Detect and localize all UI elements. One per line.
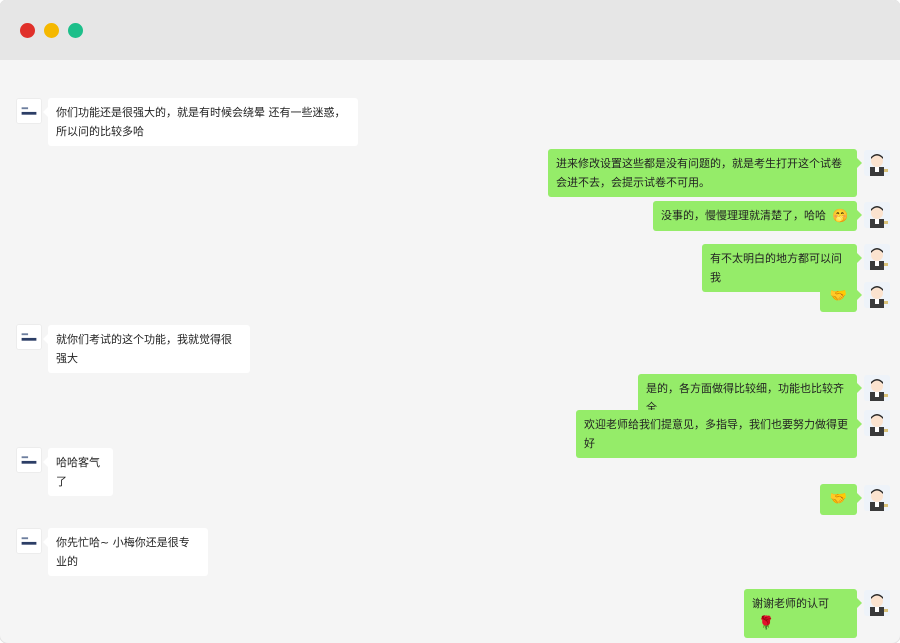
my-avatar[interactable]	[864, 590, 890, 616]
message-bubble[interactable]: 欢迎老师给我们提意见，多指导，我们也要努力做得更好	[576, 410, 862, 458]
zoom-window-button[interactable]	[68, 23, 83, 38]
handshake-icon: 🤝	[829, 491, 848, 507]
my-avatar[interactable]	[864, 375, 890, 401]
message-bubble[interactable]: 你们功能还是很强大的，就是有时候会绕晕 还有一些迷惑，所以问的比较多哈	[43, 98, 358, 146]
message-text: 欢迎老师给我们提意见，多指导，我们也要努力做得更好	[584, 418, 848, 450]
message-bubble[interactable]: 有不太明白的地方都可以问我	[702, 244, 862, 292]
message-bubble[interactable]: 就你们考试的这个功能，我就觉得很强大	[43, 325, 250, 373]
close-window-button[interactable]	[20, 23, 35, 38]
message-text: 是的，各方面做得比较细，功能也比较齐全	[646, 382, 844, 414]
message-bubble[interactable]: 没事的，慢慢理理就清楚了，哈哈 🤭	[653, 201, 862, 231]
message-bubble[interactable]: 你先忙哈~ 小梅你还是很专业的	[43, 528, 208, 576]
message-bubble[interactable]: 哈哈客气了	[43, 448, 113, 496]
message-text: 你们功能还是很强大的，就是有时候会绕晕 还有一些迷惑，所以问的比较多哈	[56, 106, 346, 138]
message-text: 你先忙哈~ 小梅你还是很专业的	[56, 536, 190, 568]
contact-avatar[interactable]	[16, 528, 42, 554]
my-avatar[interactable]	[864, 485, 890, 511]
message-bubble[interactable]: 谢谢老师的认可 🌹	[744, 589, 862, 638]
handshake-icon: 🤝	[829, 288, 848, 304]
contact-avatar[interactable]	[16, 98, 42, 124]
my-avatar[interactable]	[864, 202, 890, 228]
my-avatar[interactable]	[864, 282, 890, 308]
message-text: 谢谢老师的认可	[752, 597, 829, 610]
message-bubble[interactable]: 🤝	[820, 484, 862, 515]
message-text: 进来修改设置这些都是没有问题的，就是考生打开这个试卷会进不去，会提示试卷不可用。	[556, 157, 842, 189]
title-bar	[0, 0, 900, 60]
face-with-hand-over-mouth-icon: 🤭	[832, 208, 849, 224]
my-avatar[interactable]	[864, 244, 890, 270]
message-bubble[interactable]: 🤝	[820, 281, 862, 312]
rose-icon: 🌹	[758, 615, 775, 631]
my-avatar[interactable]	[864, 150, 890, 176]
message-text: 哈哈客气了	[56, 456, 100, 488]
message-text: 有不太明白的地方都可以问我	[710, 252, 842, 284]
message-text: 就你们考试的这个功能，我就觉得很强大	[56, 333, 232, 365]
my-avatar[interactable]	[864, 410, 890, 436]
minimize-window-button[interactable]	[44, 23, 59, 38]
message-text: 没事的，慢慢理理就清楚了，哈哈	[661, 209, 826, 222]
message-bubble[interactable]: 进来修改设置这些都是没有问题的，就是考生打开这个试卷会进不去，会提示试卷不可用。	[548, 149, 862, 197]
contact-avatar[interactable]	[16, 447, 42, 473]
contact-avatar[interactable]	[16, 324, 42, 350]
